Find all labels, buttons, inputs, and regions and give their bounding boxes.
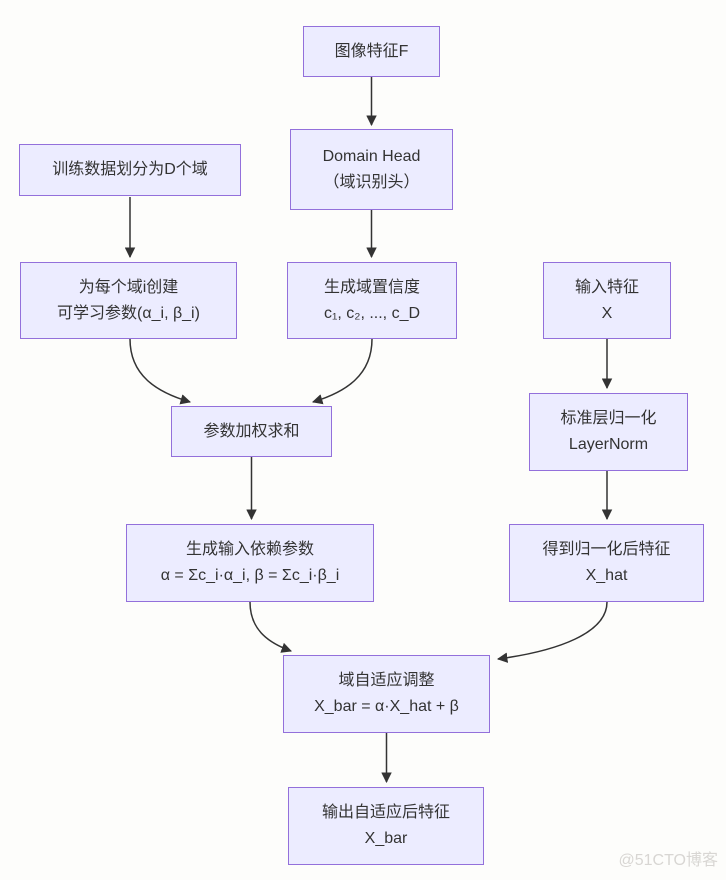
node-label: （域识别头） bbox=[323, 173, 420, 191]
node-weighted-sum: 参数加权求和 bbox=[171, 406, 332, 457]
node-label: c₁, c₂, ..., c_D bbox=[323, 304, 421, 322]
edge-per-domain-params-to-weighted-sum bbox=[129, 338, 192, 405]
node-label: X_hat bbox=[585, 567, 628, 584]
node-label: 参数加权求和 bbox=[203, 422, 300, 440]
node-label: 域自适应调整 bbox=[338, 672, 435, 689]
node-image-feature-f: 图像特征F bbox=[303, 26, 440, 77]
edge-normalized-feature-to-domain-adapt bbox=[496, 601, 608, 663]
node-output-feature: 输出自适应后特征 X_bar bbox=[288, 787, 484, 865]
node-label: 标准层归一化 bbox=[560, 410, 657, 427]
node-input-dependent-params: 生成输入依赖参数 α = Σc_i·α_i, β = Σc_i·β_i bbox=[126, 524, 374, 602]
node-train-data-split: 训练数据划分为D个域 bbox=[19, 144, 241, 196]
node-domain-confidence: 生成域置信度 c₁, c₂, ..., c_D bbox=[287, 262, 457, 339]
node-domain-head: Domain Head （域识别头） bbox=[290, 129, 453, 210]
edge-domain-confidence-to-weighted-sum bbox=[311, 338, 373, 405]
node-input-feature-x: 输入特征 X bbox=[543, 262, 671, 339]
edge-input-dependent-params-to-domain-adapt bbox=[249, 601, 292, 653]
node-label: 输入特征 bbox=[574, 278, 639, 296]
node-label: 训练数据划分为D个域 bbox=[52, 161, 208, 178]
node-normalized-feature: 得到归一化后特征 X_hat bbox=[509, 524, 704, 602]
node-label: 生成域置信度 bbox=[323, 278, 420, 296]
node-label: X_bar = α·X_hat + β bbox=[314, 698, 459, 715]
node-label: 得到归一化后特征 bbox=[542, 541, 671, 558]
node-label: 输出自适应后特征 bbox=[321, 804, 450, 821]
node-label: α = Σc_i·α_i, β = Σc_i·β_i bbox=[160, 567, 340, 584]
node-label: X_bar bbox=[364, 830, 408, 847]
node-label: LayerNorm bbox=[568, 436, 649, 453]
node-layernorm: 标准层归一化 LayerNorm bbox=[529, 393, 688, 471]
node-label: Domain Head bbox=[322, 147, 421, 165]
node-label: 图像特征F bbox=[334, 42, 409, 60]
node-label: X bbox=[601, 304, 613, 322]
node-label: 可学习参数(α_i, β_i) bbox=[57, 304, 200, 322]
node-domain-adaptive-adjust: 域自适应调整 X_bar = α·X_hat + β bbox=[283, 655, 490, 733]
node-per-domain-params: 为每个域i创建 可学习参数(α_i, β_i) bbox=[20, 262, 237, 339]
watermark: @51CTO博客 bbox=[618, 852, 718, 869]
node-label: 生成输入依赖参数 bbox=[185, 541, 314, 558]
node-label: 为每个域i创建 bbox=[78, 278, 179, 296]
